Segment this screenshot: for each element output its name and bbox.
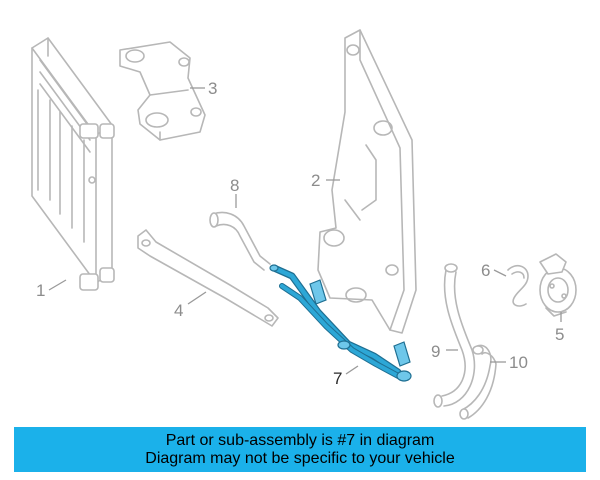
info-banner: Part or sub-assembly is #7 in diagram Di… [14, 427, 586, 472]
part-6-clamp [507, 264, 529, 307]
part-2-mounting-bracket [317, 29, 417, 334]
part-9-hose [433, 263, 476, 408]
callout-2: 2 [311, 171, 320, 190]
leader-line-4 [187, 291, 207, 305]
banner-line-1: Part or sub-assembly is #7 in diagram [165, 431, 435, 449]
callout-7: 7 [333, 369, 342, 388]
part-10-hose [459, 344, 497, 420]
callout-6: 6 [481, 261, 490, 280]
callout-4: 4 [174, 301, 183, 320]
part-7-cooler-line [269, 264, 412, 382]
leader-line-6 [493, 269, 507, 277]
callout-5: 5 [555, 325, 564, 344]
part-5-pump [539, 253, 577, 317]
callout-10: 10 [509, 353, 528, 372]
callout-3: 3 [208, 79, 217, 98]
banner-background [14, 427, 586, 472]
part-4-brace [137, 229, 279, 327]
part-8-hose [209, 211, 271, 271]
banner-line-2: Diagram may not be specific to your vehi… [145, 449, 455, 467]
callout-1: 1 [36, 281, 45, 300]
part-1-oil-cooler [31, 37, 115, 291]
callout-8: 8 [230, 176, 239, 195]
leader-line-1 [48, 279, 67, 291]
callout-9: 9 [431, 342, 440, 361]
part-3-bracket [119, 41, 206, 141]
leader-line-7 [345, 365, 359, 375]
